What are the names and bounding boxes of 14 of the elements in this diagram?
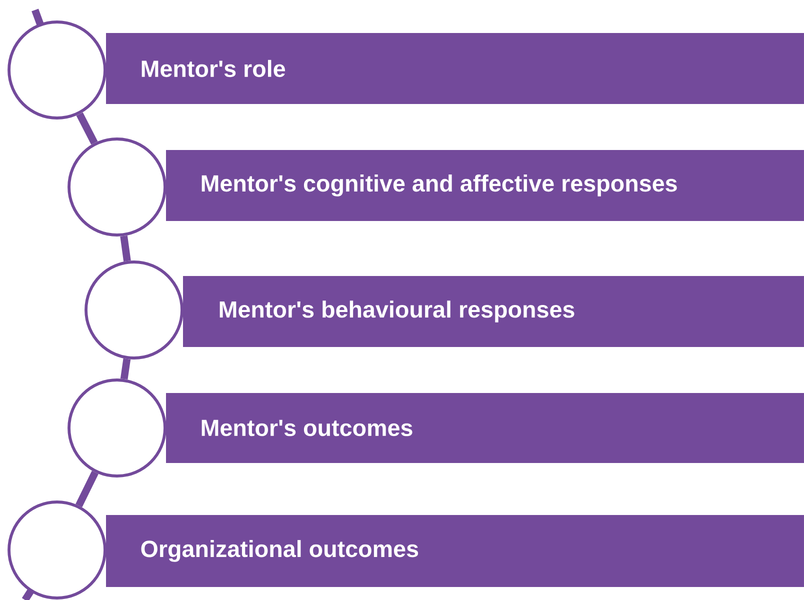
bar: Mentor's behavioural responses [183, 276, 804, 347]
bar: Mentor's outcomes [166, 393, 804, 463]
connector-line [120, 235, 131, 262]
connector-line [76, 112, 98, 145]
circle [8, 500, 106, 600]
circle [84, 260, 184, 360]
bar: Mentor's cognitive and affective responses [166, 150, 804, 221]
bar: Organizational outcomes [106, 515, 804, 587]
connector-line [120, 358, 131, 380]
connector-line [76, 470, 98, 508]
circle [68, 138, 166, 236]
circle [68, 378, 166, 478]
circle [8, 20, 106, 120]
bar: Mentor's role [106, 33, 804, 104]
